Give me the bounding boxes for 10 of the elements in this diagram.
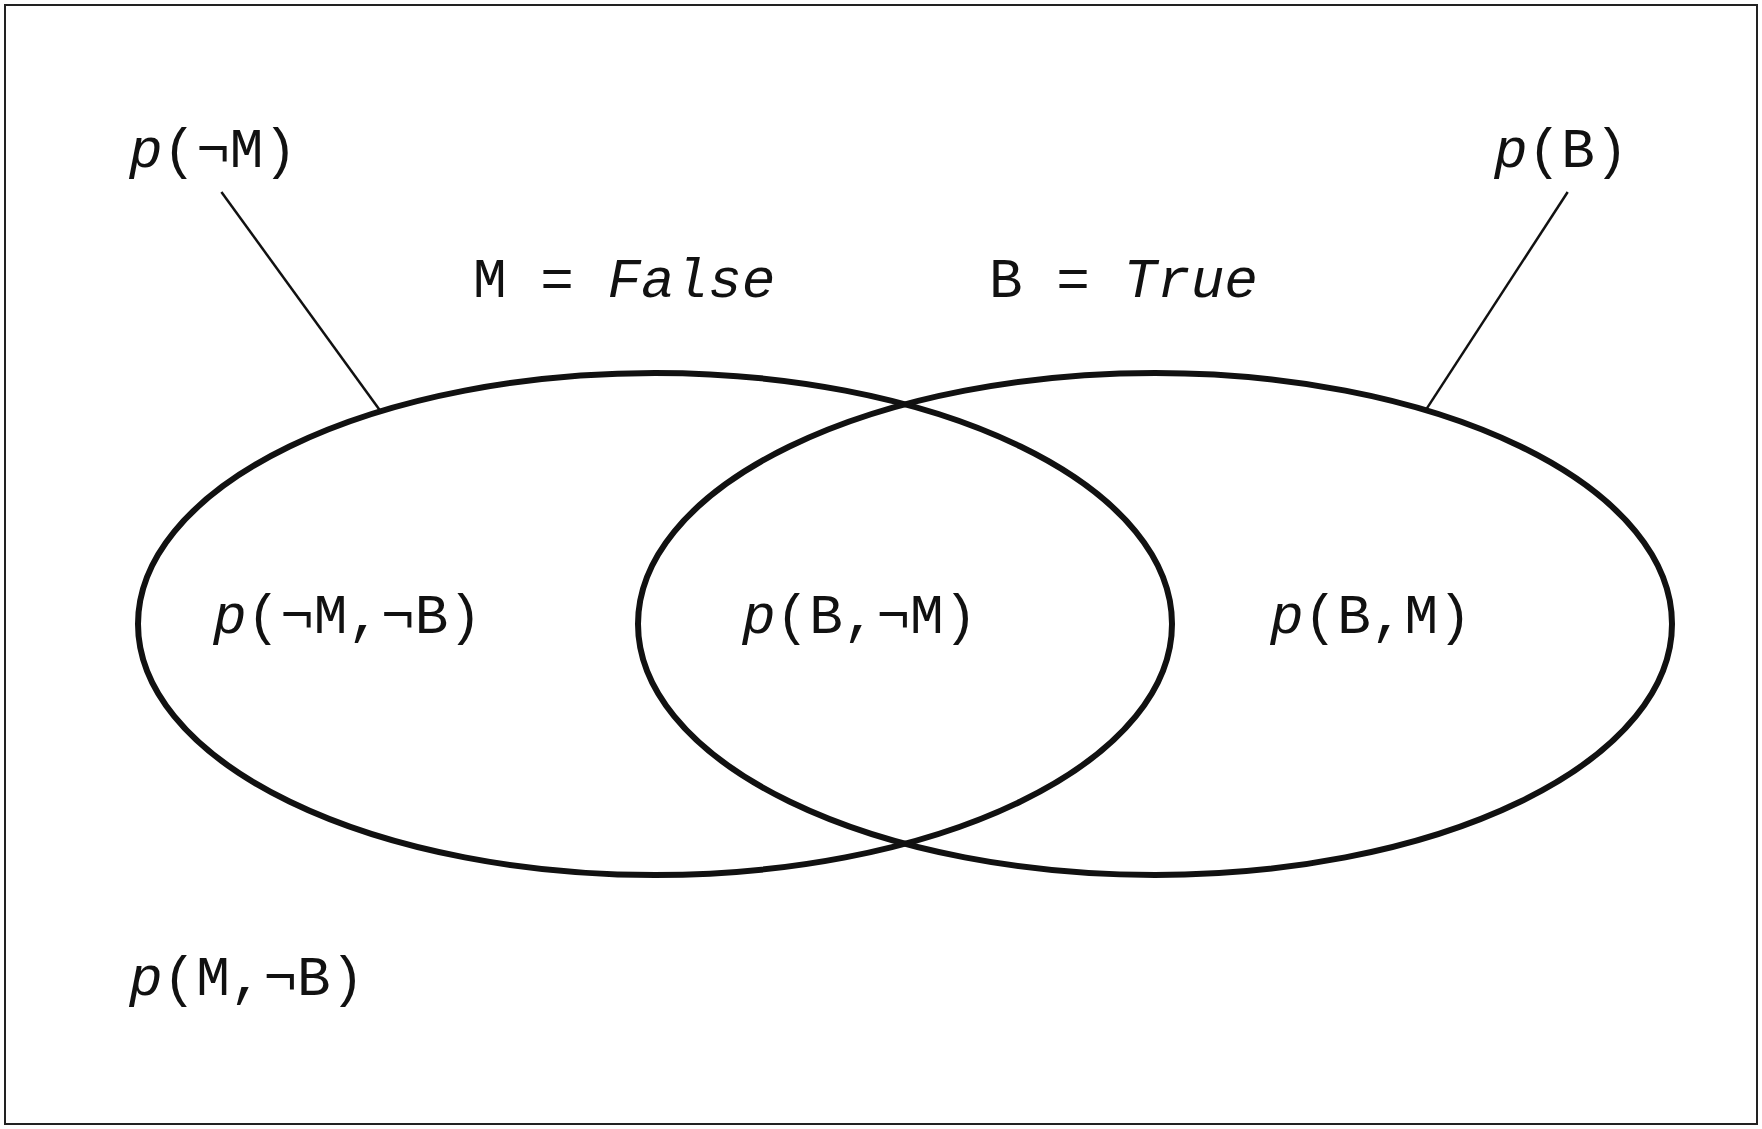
leader-line (1424, 191, 1569, 411)
leader-text: p(¬M) (129, 120, 298, 184)
leader-line (220, 191, 382, 412)
probability-label: p(B,M) (1270, 586, 1472, 650)
probability-label: p(M,¬B) (129, 948, 365, 1012)
probability-label: p(B,¬M) (742, 586, 978, 650)
probability-label: p(¬M,¬B) (213, 586, 482, 650)
leader-text: p(B) (1494, 120, 1629, 184)
set-heading: B = True (989, 250, 1258, 314)
set-heading: M = False (473, 250, 776, 314)
